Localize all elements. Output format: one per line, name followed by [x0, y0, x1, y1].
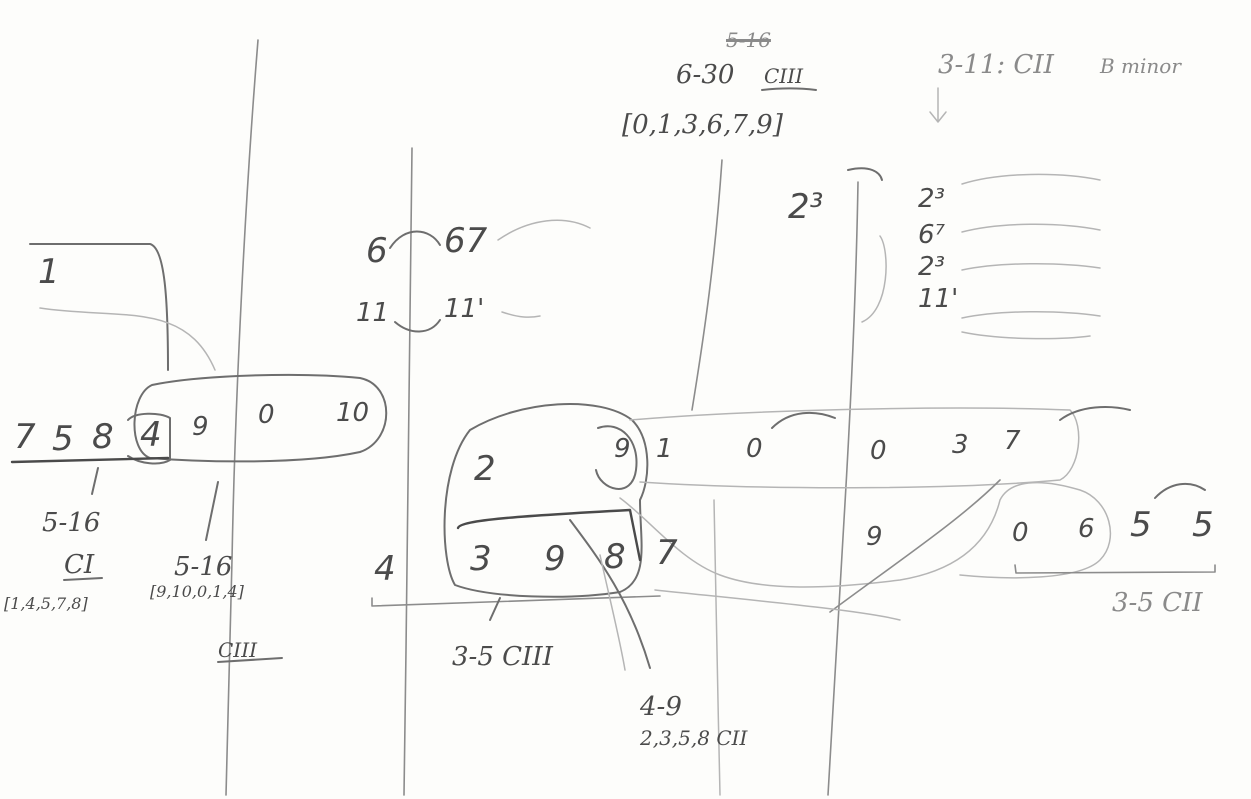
label-pcs-ci: [1,4,5,7,8]: [4, 594, 88, 613]
note-b-minor: B minor: [1100, 54, 1181, 78]
label-5-16-left: 5-16: [42, 508, 101, 538]
barline-3-lower: [713, 499, 721, 796]
arrow-down: [929, 87, 947, 123]
label-4-9: 4-9: [640, 692, 682, 722]
arc-col-1: [961, 173, 1101, 185]
right-row-5a: 5: [1130, 505, 1152, 545]
right-row-5b: 5: [1192, 505, 1214, 545]
annotation-1: 1: [38, 252, 60, 292]
blob-note-2: 2: [474, 449, 496, 489]
oval-row-0b: 0: [870, 436, 887, 466]
barline-4: [827, 181, 859, 796]
arc-col-3: [961, 263, 1101, 271]
arc-11: [501, 311, 541, 318]
bracket-note-8: 8: [604, 537, 626, 577]
inner-box-9: [595, 425, 638, 490]
label-pcs-ciii: [9,10,0,1,4]: [150, 582, 244, 601]
note-7: 7: [14, 417, 36, 457]
boxed-note-4: 4: [140, 415, 162, 455]
ciii-underline: [217, 657, 283, 663]
arc-37: [1059, 406, 1131, 421]
diagonal-2: [654, 589, 901, 621]
right-row-6: 6: [1078, 514, 1095, 544]
left-oval: [133, 373, 388, 463]
pair-6-left: 6: [366, 231, 388, 271]
bass-line: [371, 595, 661, 607]
pcs-6-30: [0,1,3,6,7,9]: [622, 110, 783, 140]
tick-516b: [205, 481, 219, 541]
label-3-5-ciii: 3-5 CIII: [452, 642, 553, 672]
label-5-16-right: 5-16: [174, 552, 233, 582]
label-3-11-cii: 3-11: CII: [938, 50, 1054, 80]
left-curve: [39, 307, 216, 371]
set-class-6-30: 6-30: [676, 60, 735, 90]
bass-note-4: 4: [374, 549, 396, 589]
tie-11: [394, 319, 441, 333]
note-7-after: 7: [656, 533, 678, 573]
diagonal: [829, 479, 1001, 613]
bracket-note-9: 9: [544, 539, 566, 579]
note-8: 8: [92, 417, 114, 457]
oval-note-9: 9: [192, 412, 209, 442]
arc-55: [1154, 482, 1206, 499]
tick-3-5: [489, 597, 501, 621]
arc-col-4: [961, 311, 1101, 319]
arc-col-2: [961, 223, 1101, 233]
line-4-9-b: [599, 554, 626, 671]
note-5: 5: [52, 419, 74, 459]
left-underline: [10, 456, 170, 464]
col-mark-2: 6⁷: [918, 220, 945, 250]
oval-row-1: 1: [656, 434, 673, 464]
arc-col-5: [961, 331, 1091, 340]
bracket-3-5-cii: [1014, 564, 1216, 574]
col-mark-4: 11': [918, 284, 959, 314]
oval-note-0: 0: [258, 400, 275, 430]
oval-row-3: 3: [952, 430, 969, 460]
tie-6: [389, 230, 441, 249]
arc-67: [497, 219, 591, 241]
cycle-ciii-top: CIII: [764, 64, 804, 88]
arc-left-col: [861, 235, 887, 323]
lower-blob: [619, 481, 1112, 588]
long-oval: [629, 407, 1080, 489]
bracket-398: [456, 508, 642, 562]
arc-23: [847, 167, 883, 181]
left-staff-bracket: [29, 243, 169, 371]
box-4: [127, 412, 171, 465]
barline-3: [691, 159, 723, 411]
arc-0: [771, 411, 836, 429]
oval-note-10: 10: [336, 398, 370, 428]
barline-1: [225, 39, 259, 796]
col-mark-1: 2³: [918, 184, 945, 214]
pair-11-left: 11: [356, 298, 390, 328]
label-4-9-pcs: 2,3,5,8 CII: [640, 726, 748, 750]
mark-2-3-standalone: 2³: [788, 187, 824, 227]
tick-516: [91, 467, 99, 495]
oval-row-9: 9: [614, 434, 631, 464]
label-ciii-left: CIII: [218, 638, 258, 662]
ci-underline: [63, 577, 103, 581]
label-ci: CI: [64, 550, 95, 580]
right-row-0: 0: [1012, 518, 1029, 548]
bracket-note-3: 3: [470, 539, 492, 579]
lower-note-9: 9: [866, 522, 883, 552]
line-4-9-a: [569, 519, 651, 669]
crossed-5-16: 5-16: [726, 28, 771, 52]
pair-11-right: 11': [444, 294, 485, 324]
label-3-5-cii: 3-5 CII: [1112, 588, 1203, 618]
pair-67-right: 67: [444, 221, 488, 261]
blob-2: [443, 402, 649, 598]
oval-row-7: 7: [1004, 426, 1021, 456]
col-mark-3: 2³: [918, 252, 945, 282]
cycle-underline: [761, 87, 817, 91]
barline-2: [403, 147, 413, 796]
oval-row-0a: 0: [746, 434, 763, 464]
